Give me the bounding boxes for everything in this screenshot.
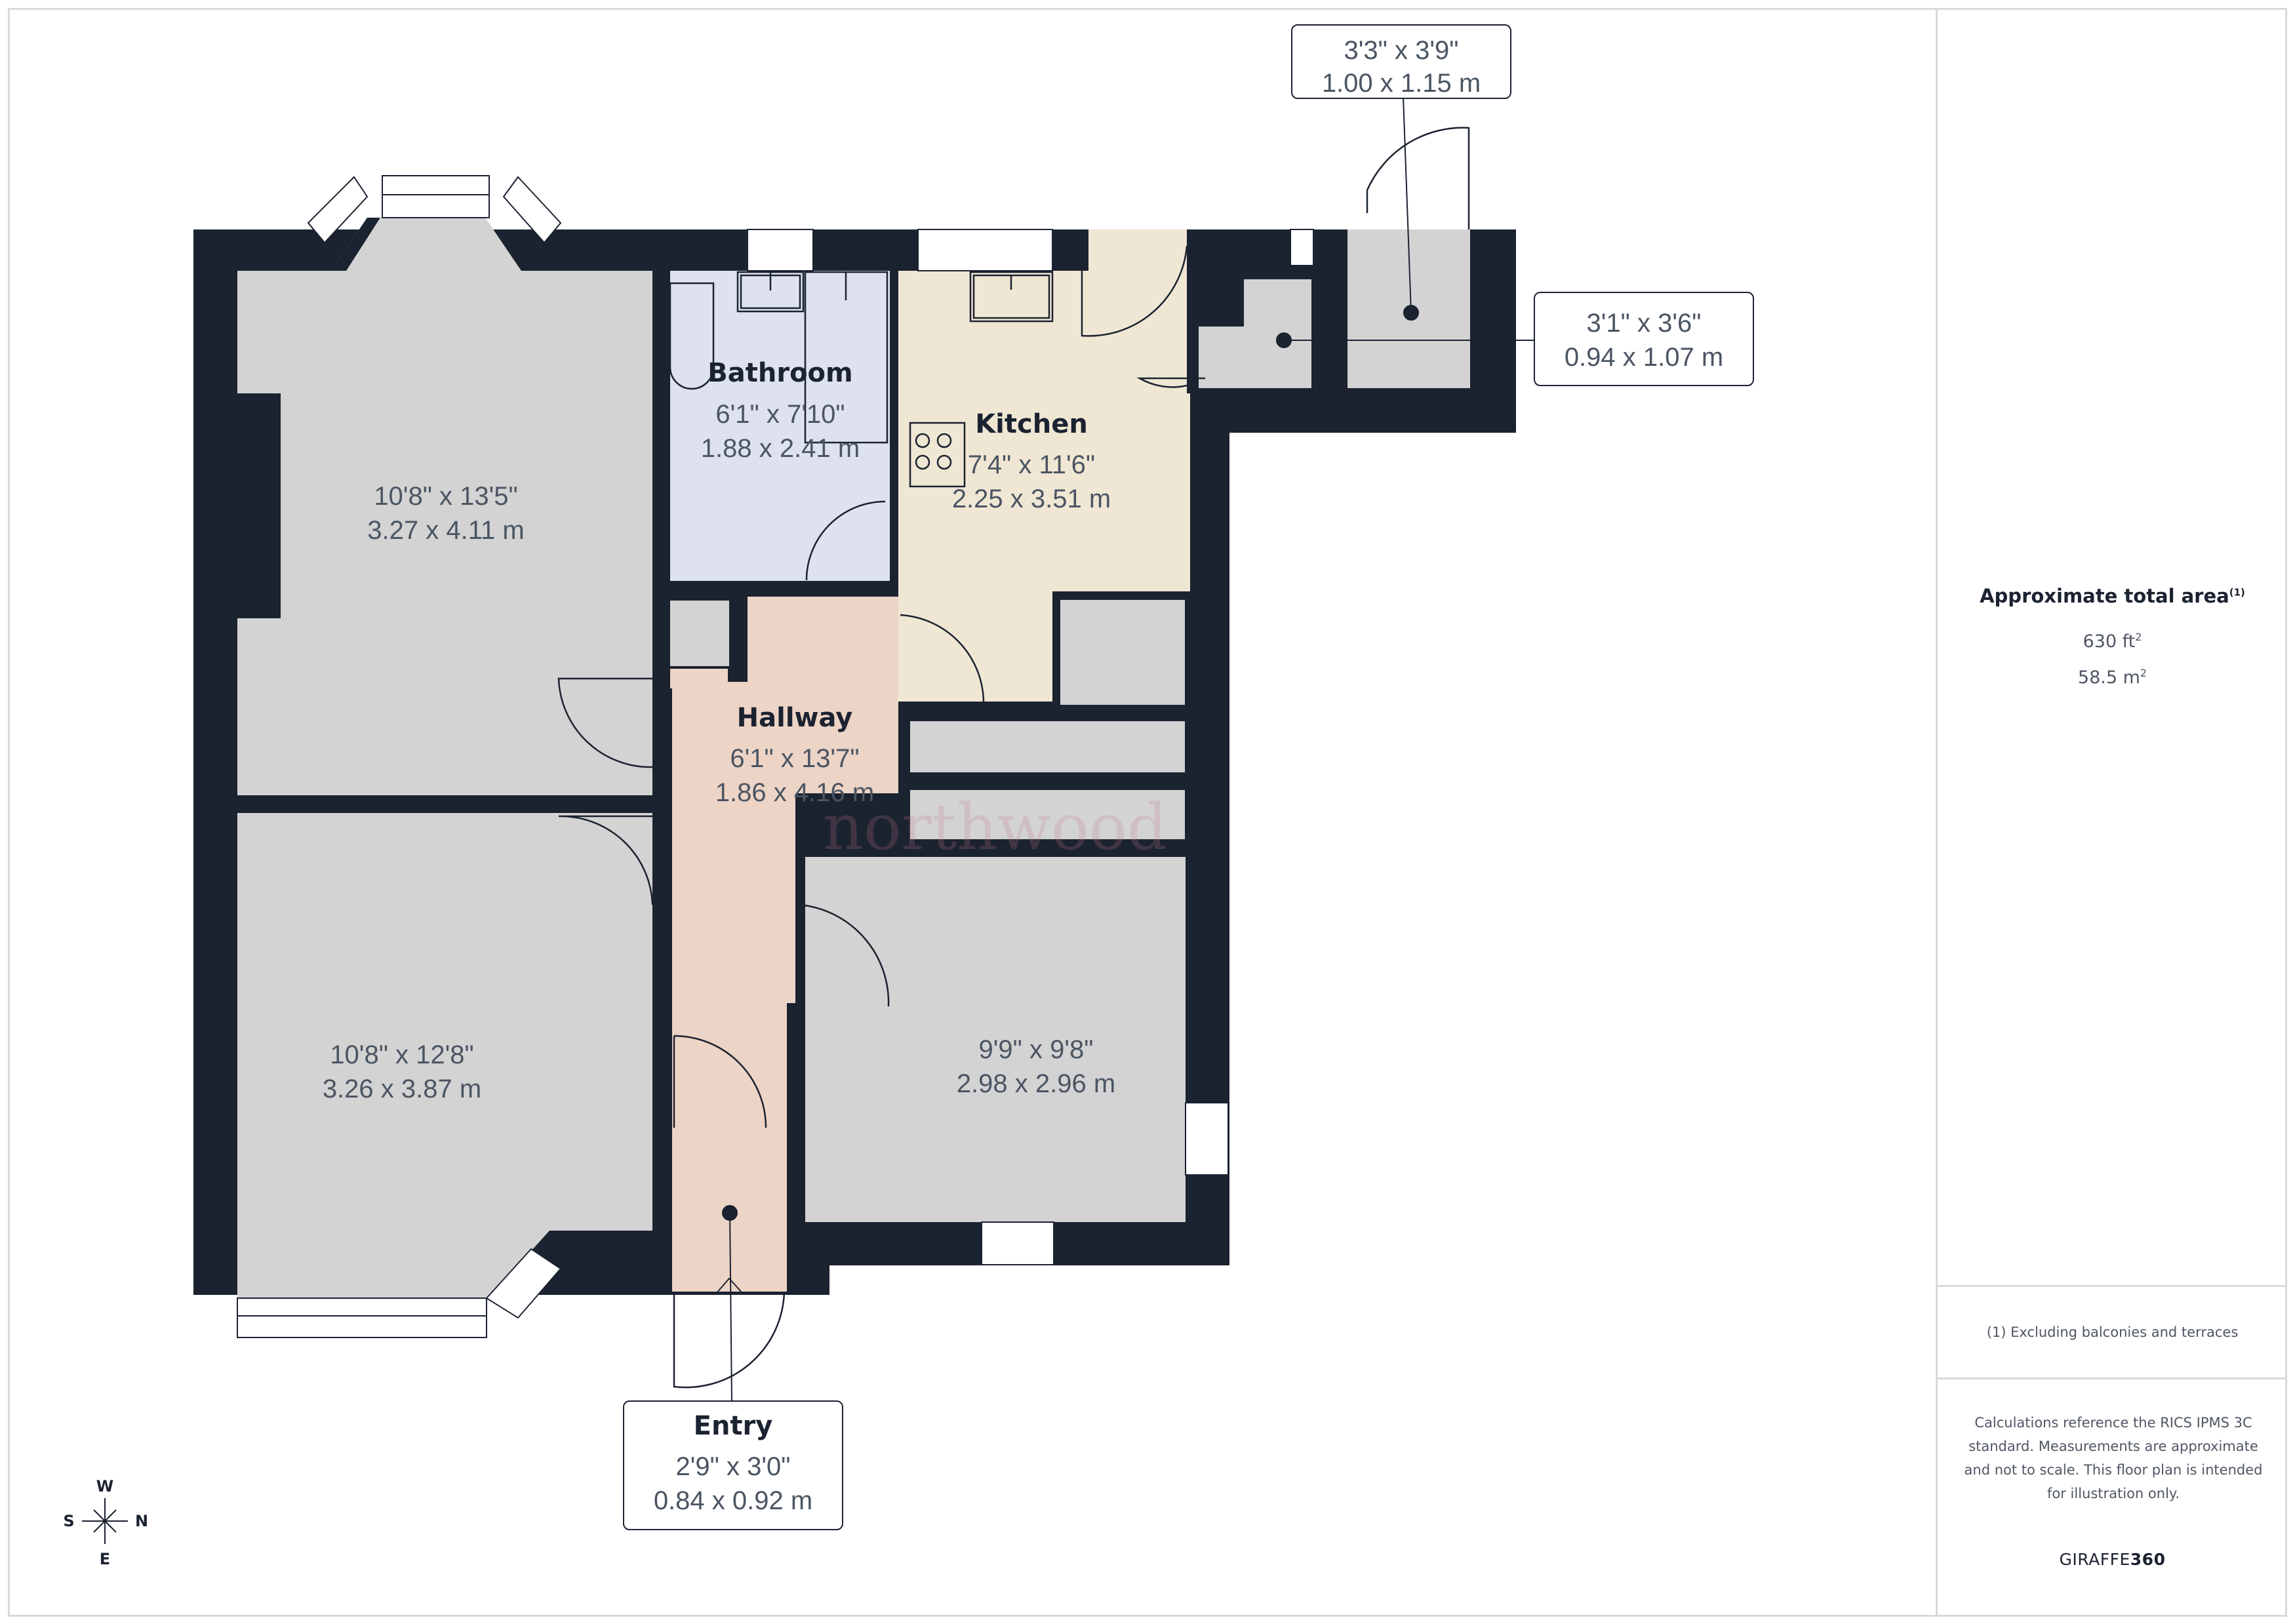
area-metric: 58.5 m2 <box>1938 658 2287 694</box>
room-dim-metric: 3.26 x 3.87 m <box>323 1075 481 1103</box>
brand-bold: 360 <box>2130 1550 2166 1569</box>
area-values: 630 ft2 58.5 m2 <box>1938 622 2287 694</box>
area-title: Approximate total area(1) <box>1938 585 2287 607</box>
disclaimer: Calculations reference the RICS IPMS 3C … <box>1964 1415 2263 1501</box>
windows <box>747 229 1314 1265</box>
room-dim-imperial: 7'4" x 11'6" <box>968 450 1095 479</box>
room-label-kitchen: Kitchen 7'4" x 11'6" 2.25 x 3.51 m <box>952 409 1111 513</box>
room-label-bathroom: Bathroom 6'1" x 7'10" 1.88 x 2.41 m <box>701 358 860 463</box>
unit-superscript: 2 <box>2140 667 2147 679</box>
room-label-bedroom-top-left: 10'8" x 13'5" 3.27 x 4.11 m <box>367 482 524 545</box>
compass-west: W <box>96 1477 113 1495</box>
door-swings <box>557 127 1470 1389</box>
callout-store-inner: 3'1" x 3'6" 0.94 x 1.07 m <box>1534 292 1754 386</box>
callout-dim-metric: 0.94 x 1.07 m <box>1565 343 1723 372</box>
room-dim-metric: 2.98 x 2.96 m <box>957 1069 1115 1098</box>
callout-leaders <box>716 96 1534 1402</box>
watermark: northwood <box>823 791 1167 864</box>
room-bedroom-bottom-left <box>237 813 652 1298</box>
area-m-value: 58.5 m <box>2077 667 2140 688</box>
total-area: Approximate total area(1) 630 ft2 58.5 m… <box>1938 585 2287 694</box>
room-dim-imperial: 6'1" x 7'10" <box>715 400 845 429</box>
room-dim-imperial: 10'8" x 12'8" <box>330 1040 473 1069</box>
room-dim-imperial: 6'1" x 13'7" <box>730 744 859 773</box>
brand-logo: GIRAFFE360 <box>1938 1550 2287 1569</box>
room-name: Bathroom <box>708 358 852 388</box>
room-dim-metric: 1.86 x 4.16 m <box>715 778 874 807</box>
info-sidebar: Approximate total area(1) 630 ft2 58.5 m… <box>1936 8 2287 1617</box>
callout-dim-imperial: 3'3" x 3'9" <box>1344 36 1459 65</box>
room-label-bedroom-right: 9'9" x 9'8" 2.98 x 2.96 m <box>957 1035 1115 1098</box>
compass-icon: W E S N <box>63 1477 148 1568</box>
room-bathroom <box>670 271 890 581</box>
brand-light: GIRAFFE <box>2059 1550 2130 1569</box>
room-label-hallway: Hallway 6'1" x 13'7" 1.86 x 4.16 m <box>715 703 874 807</box>
footnote-mark: (1) <box>2229 586 2245 599</box>
room-name: Hallway <box>737 703 853 733</box>
callout-dim-imperial: 3'1" x 3'6" <box>1587 309 1702 338</box>
room-dim-metric: 3.27 x 4.11 m <box>367 516 524 545</box>
bay-window-top <box>307 175 562 271</box>
room-label-bedroom-bottom-left: 10'8" x 12'8" 3.26 x 3.87 m <box>323 1040 481 1103</box>
kitchen-fixtures <box>900 245 1205 702</box>
area-title-text: Approximate total area <box>1980 585 2229 607</box>
room-cupboards <box>670 279 1311 839</box>
room-name: Entry <box>694 1411 773 1441</box>
room-dim-imperial: 10'8" x 13'5" <box>374 482 517 511</box>
callout-store-outer: 3'3" x 3'9" 1.00 x 1.15 m <box>1291 24 1511 99</box>
room-hallway <box>670 597 898 1292</box>
area-imperial: 630 ft2 <box>1938 622 2287 658</box>
page-frame <box>8 8 2287 1617</box>
area-ft-value: 630 ft <box>2083 631 2136 652</box>
bay-window-bottom <box>237 1248 562 1338</box>
room-dim-metric: 0.84 x 0.92 m <box>654 1486 812 1515</box>
bathroom-fixtures <box>669 271 888 581</box>
room-bedroom-top-left <box>237 218 652 795</box>
unit-superscript: 2 <box>2135 631 2142 643</box>
room-dim-imperial: 9'9" x 9'8" <box>979 1035 1094 1064</box>
compass-east: E <box>100 1550 110 1568</box>
compass-south: S <box>63 1512 74 1530</box>
room-dim-imperial: 2'9" x 3'0" <box>676 1452 791 1481</box>
room-name: Kitchen <box>975 409 1088 439</box>
callout-dim-metric: 1.00 x 1.15 m <box>1322 69 1481 98</box>
exterior <box>629 433 1521 1315</box>
room-kitchen <box>898 229 1190 702</box>
room-bedroom-right <box>805 857 1186 1222</box>
callout-entry: Entry 2'9" x 3'0" 0.84 x 0.92 m <box>623 1400 843 1530</box>
room-dim-metric: 1.88 x 2.41 m <box>701 434 860 463</box>
footnote: (1) Excluding balconies and terraces <box>1938 1285 2287 1379</box>
compass-north: N <box>135 1512 148 1530</box>
room-dim-metric: 2.25 x 3.51 m <box>952 485 1111 513</box>
